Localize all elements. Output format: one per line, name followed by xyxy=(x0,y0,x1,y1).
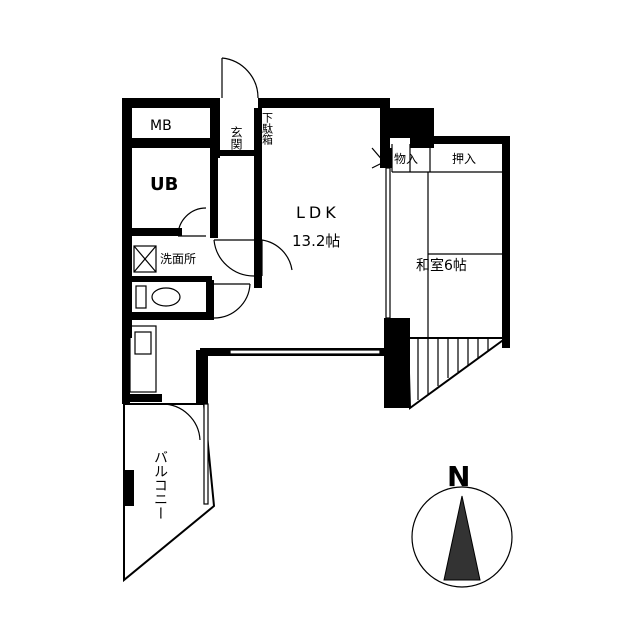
room-label-oshiire: 押入 xyxy=(452,152,476,166)
room-label-closet: 物入 xyxy=(394,152,418,166)
room-label-ps: PS xyxy=(418,112,431,126)
room-label-genkan: 玄関 xyxy=(229,125,243,150)
north-compass: N xyxy=(411,460,513,588)
doors xyxy=(161,57,385,441)
room-label-ldk-size: 13.2帖 xyxy=(292,232,340,250)
toilet xyxy=(135,285,181,309)
room-label-mb: MB xyxy=(150,118,172,134)
room-label-senmen: 洗面所 xyxy=(160,252,196,266)
compass-circle xyxy=(411,486,513,588)
compass-arrow-icon xyxy=(443,495,481,581)
room-label-ldk: LDK xyxy=(296,203,340,222)
compass-north-label: N xyxy=(447,460,470,493)
exterior-walls xyxy=(122,98,510,408)
room-label-balcony: バルコニー xyxy=(152,450,168,520)
washbasin xyxy=(133,245,157,273)
tatami-lines xyxy=(391,144,502,338)
kitchen-counter xyxy=(129,325,157,393)
balcony-outline xyxy=(123,403,216,583)
room-label-washitsu: 和室6帖 xyxy=(416,257,467,274)
room-label-ub: UB xyxy=(150,174,178,195)
fixtures xyxy=(129,245,181,393)
room-label-shoe-storage: 下駄箱 xyxy=(261,112,274,146)
washitsu-terrace xyxy=(406,337,510,410)
windows xyxy=(203,167,391,505)
